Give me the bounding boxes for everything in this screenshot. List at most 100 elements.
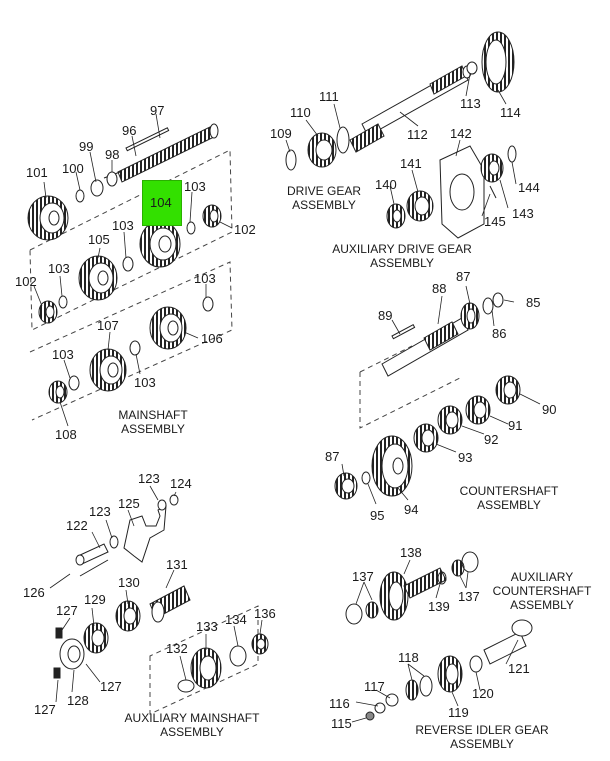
label-103-e[interactable]: 103 bbox=[52, 347, 74, 362]
label-100[interactable]: 100 bbox=[62, 161, 84, 176]
title-aux-drive-gear-line2: ASSEMBLY bbox=[370, 256, 434, 270]
label-129[interactable]: 129 bbox=[84, 592, 106, 607]
gear-91 bbox=[465, 395, 491, 425]
label-117[interactable]: 117 bbox=[364, 679, 385, 694]
gear-108 bbox=[48, 380, 68, 404]
label-102-a[interactable]: 102 bbox=[234, 222, 256, 237]
label-95[interactable]: 95 bbox=[370, 508, 385, 523]
label-126[interactable]: 126 bbox=[23, 585, 45, 600]
mainshaft-part bbox=[103, 123, 219, 183]
gear-133 bbox=[190, 647, 222, 689]
gear-101 bbox=[27, 195, 69, 241]
label-122[interactable]: 122 bbox=[66, 518, 88, 533]
label-87-b[interactable]: 87 bbox=[325, 449, 340, 464]
shift-fork-group bbox=[75, 494, 179, 577]
label-103-a[interactable]: 103 bbox=[184, 179, 206, 194]
countershaft-frame bbox=[359, 345, 461, 429]
label-93[interactable]: 93 bbox=[458, 450, 473, 465]
label-101[interactable]: 101 bbox=[26, 165, 48, 180]
label-103-b[interactable]: 103 bbox=[112, 218, 134, 233]
label-103-c[interactable]: 103 bbox=[48, 261, 70, 276]
label-115[interactable]: 115 bbox=[331, 716, 352, 731]
label-141[interactable]: 141 bbox=[400, 156, 422, 171]
label-86[interactable]: 86 bbox=[492, 326, 507, 341]
gear-104 bbox=[139, 220, 181, 268]
label-114[interactable]: 114 bbox=[500, 105, 521, 120]
label-132[interactable]: 132 bbox=[166, 641, 188, 656]
gear-129 bbox=[83, 622, 109, 654]
label-123-a[interactable]: 123 bbox=[138, 471, 160, 486]
title-aux-mainshaft-line1: AUXILIARY MAINSHAFT bbox=[124, 711, 260, 725]
label-116[interactable]: 116 bbox=[329, 696, 350, 711]
label-88[interactable]: 88 bbox=[432, 281, 447, 296]
label-92[interactable]: 92 bbox=[484, 432, 499, 447]
label-118[interactable]: 118 bbox=[398, 650, 419, 665]
label-106[interactable]: 106 bbox=[201, 331, 223, 346]
label-138[interactable]: 138 bbox=[400, 545, 422, 560]
label-131[interactable]: 131 bbox=[166, 557, 188, 572]
highlight-box-104[interactable] bbox=[142, 180, 182, 226]
title-reverse-idler-line2: ASSEMBLY bbox=[450, 737, 514, 751]
label-105[interactable]: 105 bbox=[88, 232, 110, 247]
label-137-a[interactable]: 137 bbox=[352, 569, 374, 584]
bearing-137 bbox=[365, 559, 465, 619]
title-aux-countershaft-line1: AUXILIARY bbox=[510, 570, 574, 584]
label-103-f[interactable]: 103 bbox=[134, 375, 156, 390]
label-111[interactable]: 111 bbox=[319, 89, 339, 104]
title-mainshaft: MAINSHAFT ASSEMBLY bbox=[110, 408, 196, 436]
label-104[interactable]: 104 bbox=[150, 195, 172, 210]
gear-90 bbox=[495, 375, 521, 405]
label-113[interactable]: 113 bbox=[460, 96, 481, 111]
label-143[interactable]: 143 bbox=[512, 206, 534, 221]
label-136[interactable]: 136 bbox=[254, 606, 276, 621]
label-127-b[interactable]: 127 bbox=[100, 679, 122, 694]
label-133[interactable]: 133 bbox=[196, 619, 218, 634]
title-countershaft-line1: COUNTERSHAFT bbox=[459, 484, 559, 498]
title-drive-gear-line2: ASSEMBLY bbox=[292, 198, 356, 212]
label-121[interactable]: 121 bbox=[508, 661, 530, 676]
title-reverse-idler: REVERSE IDLER GEAR ASSEMBLY bbox=[404, 723, 560, 751]
label-125[interactable]: 125 bbox=[118, 496, 140, 511]
gear-105 bbox=[78, 255, 118, 301]
label-96[interactable]: 96 bbox=[122, 123, 137, 138]
label-94[interactable]: 94 bbox=[404, 502, 419, 517]
label-119[interactable]: 119 bbox=[448, 705, 469, 720]
label-89[interactable]: 89 bbox=[378, 308, 393, 323]
label-97[interactable]: 97 bbox=[150, 103, 165, 118]
label-108[interactable]: 108 bbox=[55, 427, 77, 442]
label-85[interactable]: 85 bbox=[526, 295, 541, 310]
label-123-b[interactable]: 123 bbox=[89, 504, 111, 519]
gear-114 bbox=[481, 31, 515, 93]
bearing-141 bbox=[406, 190, 434, 222]
leader-lines bbox=[33, 73, 541, 723]
gear-106 bbox=[149, 306, 187, 350]
label-120[interactable]: 120 bbox=[472, 686, 494, 701]
label-140[interactable]: 140 bbox=[375, 177, 397, 192]
label-130[interactable]: 130 bbox=[118, 575, 140, 590]
label-91[interactable]: 91 bbox=[508, 418, 523, 433]
label-109[interactable]: 109 bbox=[270, 126, 292, 141]
gear-143 bbox=[480, 153, 504, 183]
bearing-87-lower bbox=[334, 472, 358, 500]
label-87-a[interactable]: 87 bbox=[456, 269, 471, 284]
label-127-a[interactable]: 127 bbox=[56, 603, 78, 618]
label-99[interactable]: 99 bbox=[79, 139, 94, 154]
label-144[interactable]: 144 bbox=[518, 180, 540, 195]
gear-119 bbox=[437, 655, 463, 693]
label-128[interactable]: 128 bbox=[67, 693, 89, 708]
label-137-b[interactable]: 137 bbox=[458, 589, 480, 604]
label-139[interactable]: 139 bbox=[428, 599, 450, 614]
label-142[interactable]: 142 bbox=[450, 126, 472, 141]
title-aux-countershaft: AUXILIARY COUNTERSHAFT ASSEMBLY bbox=[486, 570, 598, 612]
label-124[interactable]: 124 bbox=[170, 476, 192, 491]
label-145[interactable]: 145 bbox=[484, 214, 506, 229]
label-107[interactable]: 107 bbox=[97, 318, 119, 333]
label-112[interactable]: 112 bbox=[407, 127, 428, 142]
label-127-c[interactable]: 127 bbox=[34, 702, 56, 717]
label-90[interactable]: 90 bbox=[542, 402, 557, 417]
label-134[interactable]: 134 bbox=[225, 612, 247, 627]
label-103-d[interactable]: 103 bbox=[194, 271, 216, 286]
label-102-b[interactable]: 102 bbox=[15, 274, 37, 289]
label-110[interactable]: 110 bbox=[290, 105, 311, 120]
label-98[interactable]: 98 bbox=[105, 147, 120, 162]
